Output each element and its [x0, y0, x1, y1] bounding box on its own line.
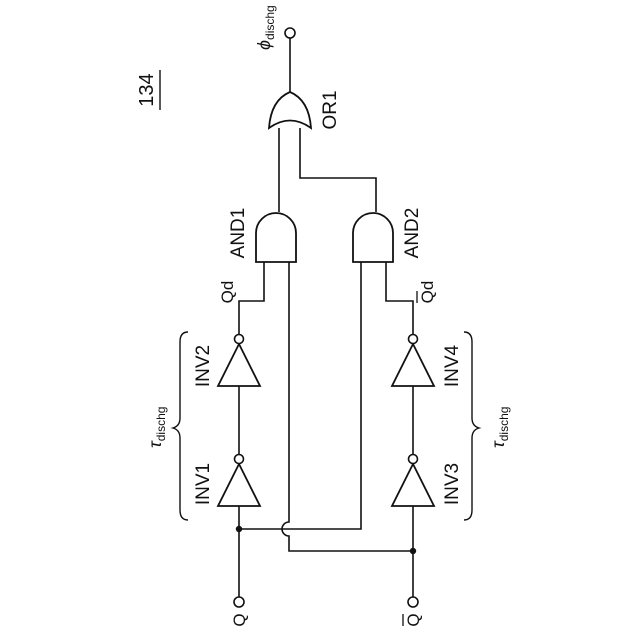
inv1-symbol [218, 455, 260, 507]
output-symbol: ϕ [254, 40, 274, 50]
svg-text:ϕdischg: ϕdischg [254, 5, 277, 50]
tau-left-sub: dischg [154, 407, 168, 442]
junction-qbar [410, 548, 416, 554]
junction-q [236, 526, 242, 532]
inv4-label: INV4 [442, 344, 463, 387]
figure-ref: 134 [136, 73, 158, 106]
svg-text:τdischg: τdischg [145, 407, 168, 448]
wire-or-and2 [300, 128, 376, 212]
qbar-terminal [408, 597, 418, 607]
inv1-label: INV1 [193, 463, 214, 505]
and2-gate [353, 213, 393, 262]
and2-label: AND2 [402, 208, 423, 259]
inv2-label: INV2 [193, 345, 214, 387]
and1-label: AND1 [228, 208, 249, 259]
qd-bar-label: Qd [418, 281, 437, 304]
inv4-symbol [392, 335, 434, 387]
q-label: Q [230, 613, 249, 626]
q-terminal [234, 597, 244, 607]
inv2-symbol [218, 335, 260, 387]
or1-gate [269, 92, 311, 128]
left-brace [173, 332, 188, 520]
wire-qd [239, 262, 264, 338]
inv3-symbol [392, 455, 434, 507]
wire-qd-bar [386, 262, 413, 338]
svg-text:τdischg: τdischg [488, 407, 511, 448]
qd-label: Qd [218, 281, 237, 304]
inv3-label: INV3 [442, 463, 463, 505]
q-bar-label: Q [404, 613, 423, 626]
right-brace [464, 332, 479, 520]
and1-gate [256, 213, 296, 262]
wire-and2-q [239, 262, 361, 529]
tau-right-sub: dischg [497, 407, 511, 442]
wire-and1-qbar [282, 262, 413, 551]
output-terminal [285, 28, 295, 38]
output-sub: dischg [263, 5, 277, 40]
or1-label: OR1 [320, 90, 341, 129]
